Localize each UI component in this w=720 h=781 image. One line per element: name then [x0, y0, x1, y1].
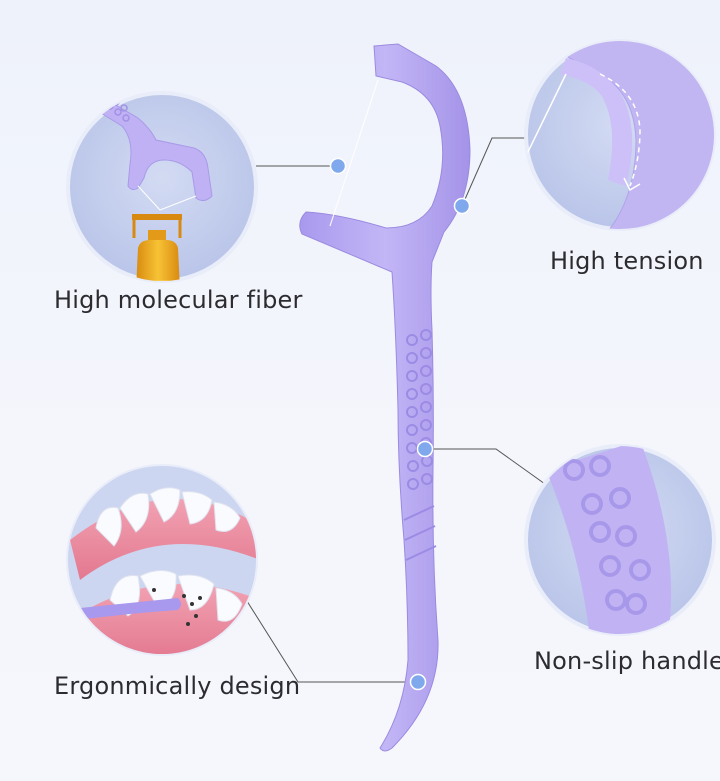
fiber-label: High molecular fiber	[54, 286, 303, 314]
ergonomic-label: Ergonmically design	[54, 672, 301, 700]
tension-detail-circle	[524, 39, 716, 231]
grip-ridges	[403, 505, 437, 561]
tension-arrow-icon	[599, 73, 641, 187]
oil-bottle-icon	[132, 214, 184, 281]
connector-lines	[239, 137, 546, 683]
tension-label: High tension	[550, 247, 704, 275]
teeth-model-icon	[68, 466, 256, 654]
floss-pick-icon	[299, 43, 471, 752]
fiber-detail-circle	[66, 91, 258, 283]
handle-label: Non-slip handle	[534, 647, 720, 675]
handle-detail-circle	[524, 444, 716, 636]
callout-dots	[329, 157, 471, 691]
ergonomic-detail-circle	[66, 464, 258, 656]
mini-floss-pick-icon	[95, 95, 213, 202]
